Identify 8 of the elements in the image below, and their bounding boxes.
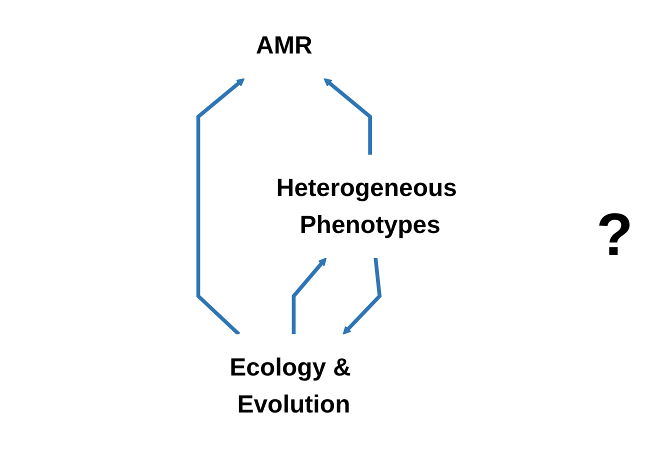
arrow xyxy=(291,258,326,334)
arrow xyxy=(196,78,244,336)
question-mark: ? xyxy=(596,201,633,268)
arrow xyxy=(323,78,372,155)
arrow xyxy=(342,258,382,335)
node-text: AMR xyxy=(256,30,312,60)
node-text: Heterogeneous Phenotypes xyxy=(276,172,457,239)
node-text: Ecology & Evolution xyxy=(229,352,351,418)
